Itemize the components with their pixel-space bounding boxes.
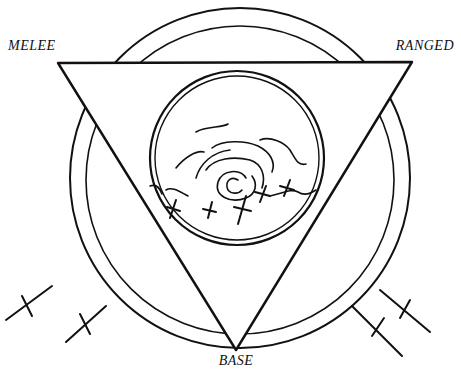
inner-circle-line: [155, 76, 319, 240]
inner-crosses: [167, 180, 294, 224]
direction-label: MELEE: [6, 38, 58, 54]
direction-label: RANGED: [394, 38, 456, 54]
inner-circle: [150, 71, 324, 245]
terrain-contours: [150, 124, 316, 200]
triangle: [58, 62, 412, 350]
outer-crosses: [6, 286, 430, 356]
direction-label: BASE: [217, 353, 256, 369]
